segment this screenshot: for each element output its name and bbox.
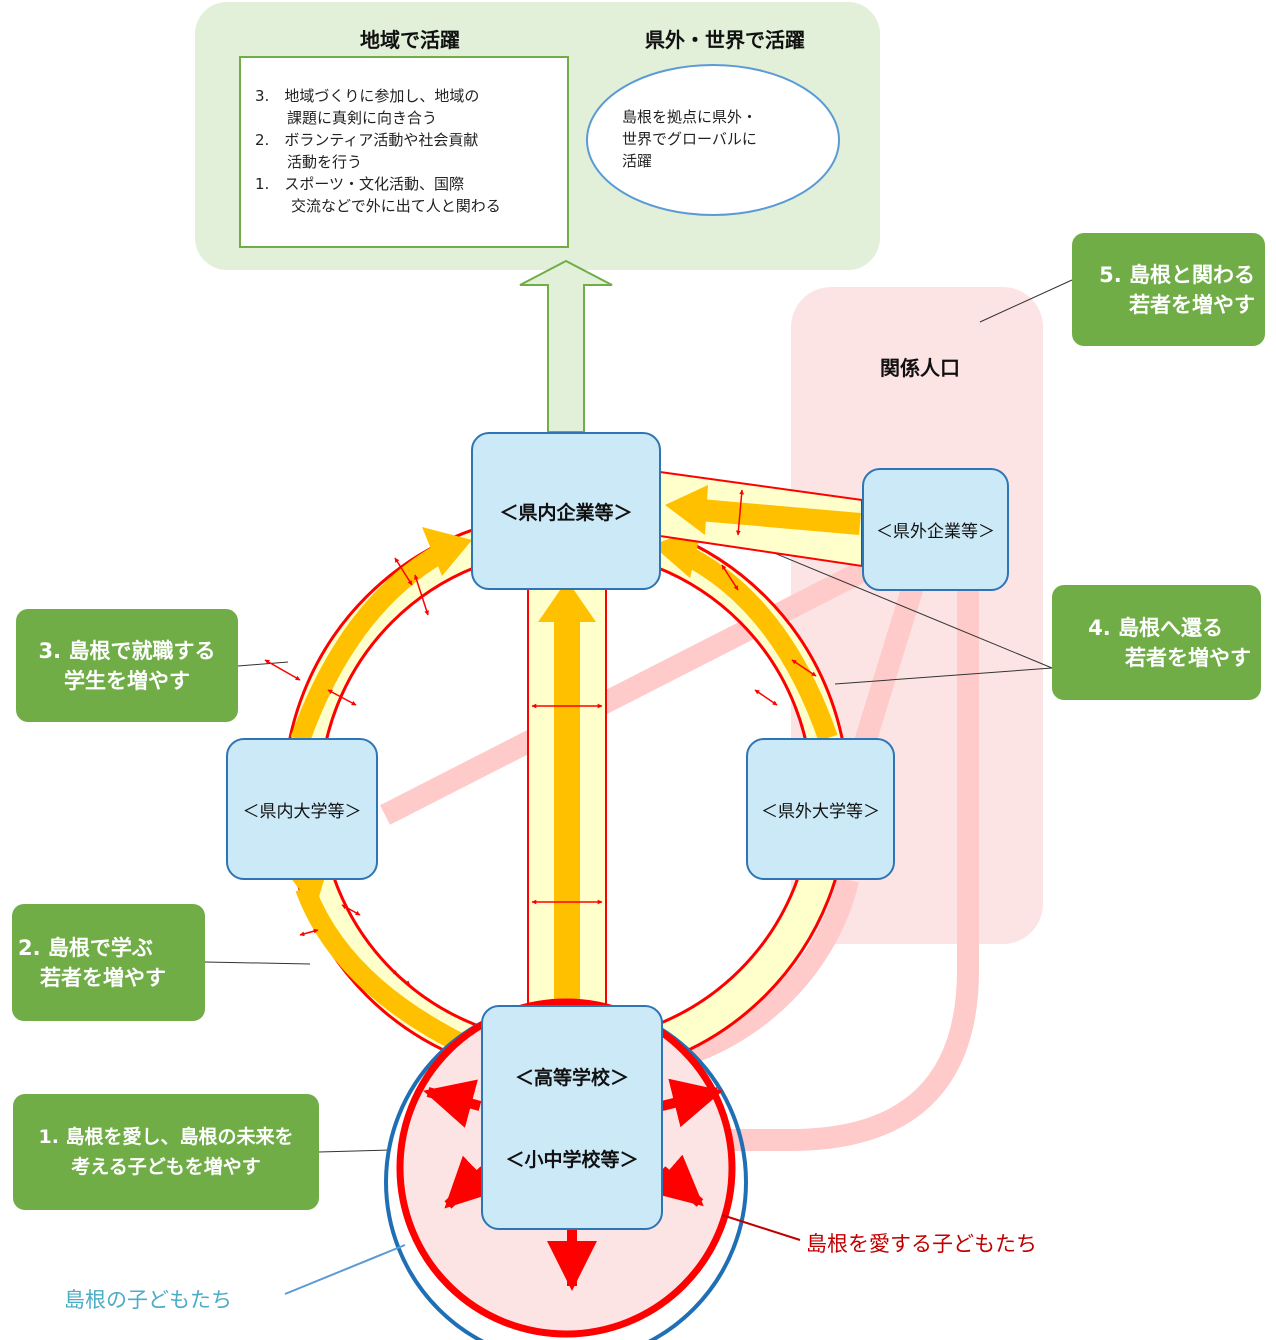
- flow-arrow-hs-to-daigaku: [295, 884, 475, 1057]
- kigyo-flow-arrow-head: [665, 485, 708, 535]
- activity-item-2-text: ボランティア活動や社会貢献: [284, 131, 479, 149]
- global-text-line-1: 島根を拠点に県外・: [622, 108, 758, 126]
- local-activity-title: 地域で活躍: [360, 28, 460, 52]
- goal-4-line-1: 4. 島根へ還る: [1088, 615, 1223, 640]
- upward-arrow: [519, 259, 613, 433]
- goal1-connector: [318, 1149, 391, 1153]
- node-ken-gai-daigaku: ＜県外大学等＞: [746, 738, 895, 880]
- kankei-jinko-label: 関係人口: [880, 356, 960, 380]
- activity-item-2-cont: 活動を行う: [287, 153, 363, 171]
- global-activity-text: 島根を拠点に県外・ 世界でグローバルに 活躍: [622, 106, 812, 172]
- goal-4-box: 4. 島根へ還る 若者を増やす: [1052, 585, 1261, 700]
- goal-3-line-1: 3. 島根で就職する: [38, 638, 216, 663]
- activity-item-1-text: スポーツ・文化活動、国際: [284, 175, 465, 193]
- node-ken-gai-daigaku-label: ＜県外大学等＞: [761, 801, 880, 822]
- activity-item-3-text: 地域づくりに参加し、地域の: [284, 87, 480, 105]
- local-activity-list: 3. 地域づくりに参加し、地域の 課題に真剣に向き合う 2. ボランティア活動や…: [255, 85, 560, 217]
- activity-item-3: 3. 地域づくりに参加し、地域の: [255, 85, 560, 107]
- goal-1-line-2: 考える子どもを増やす: [71, 1156, 261, 1178]
- flow-arrow-gai-daigaku-to-kigyo: [675, 542, 838, 742]
- global-activity-ellipse: [586, 64, 840, 216]
- loving-children-caption: 島根を愛する子どもたち: [806, 1232, 1037, 1256]
- node-koto-gakko-label: ＜高等学校＞: [514, 1066, 629, 1089]
- node-ken-gai-kigyo-label: ＜県外企業等＞: [876, 522, 995, 542]
- goal-2-line-1: 2. 島根で学ぶ: [18, 935, 153, 960]
- return-path-daigaku: [379, 560, 871, 825]
- goal5-connector: [979, 279, 1073, 323]
- goal-5-box: 5. 島根と関わる 若者を増やす: [1072, 233, 1265, 346]
- activity-item-1-cont: 交流などで外に出て人と関わる: [291, 197, 501, 215]
- activity-item-2: 2. ボランティア活動や社会貢献: [255, 129, 560, 151]
- goal-3-box: 3. 島根で就職する 学生を増やす: [16, 609, 238, 722]
- node-ken-nai-kigyo-label: ＜県内企業等＞: [499, 501, 633, 524]
- radial-arrows: [423, 1078, 723, 1291]
- goal4-connector-a: [834, 667, 1053, 685]
- kigyo-flow-arrow: [699, 499, 861, 535]
- goal-1-box: 1. 島根を愛し、島根の未来を 考える子どもを増やす: [13, 1094, 319, 1210]
- goal2-connector: [204, 961, 311, 965]
- global-activity-title: 県外・世界で活躍: [645, 28, 805, 52]
- goal-4-line-2: 若者を増やす: [1125, 645, 1251, 670]
- activity-item-2-num: 2.: [255, 131, 270, 149]
- return-path-gai-daigaku: [854, 576, 926, 746]
- node-ken-nai-kigyo: ＜県内企業等＞: [471, 432, 661, 590]
- goal3-connector: [237, 661, 289, 667]
- goal-3-line-2: 学生を増やす: [64, 668, 190, 693]
- node-ken-nai-daigaku-label: ＜県内大学等＞: [242, 801, 362, 822]
- node-schools: ＜高等学校＞ ＜小中学校等＞: [481, 1005, 663, 1230]
- global-text-line-2: 世界でグローバルに: [622, 130, 757, 148]
- vertical-flow-arrow-head: [538, 580, 596, 622]
- activity-item-3-cont: 課題に真剣に向き合う: [287, 109, 438, 127]
- goal-5-line-2: 若者を増やす: [1129, 292, 1255, 317]
- goal-2-line-2: 若者を増やす: [40, 965, 166, 990]
- return-path-high-school: [657, 877, 859, 1073]
- node-shochu-gakko-label: ＜小中学校等＞: [505, 1149, 639, 1172]
- loving-children-pointer: [721, 1214, 801, 1241]
- flow-arrow-daigaku-to-kigyo: [290, 539, 455, 744]
- goal-1-line-1: 1. 島根を愛し、島根の未来を: [38, 1126, 294, 1148]
- goal-5-line-1: 5. 島根と関わる: [1099, 262, 1255, 287]
- shimane-children-caption: 島根の子どもたち: [64, 1288, 232, 1312]
- activity-item-1: 1. スポーツ・文化活動、国際: [255, 173, 560, 195]
- activity-item-1-num: 1.: [255, 175, 270, 193]
- small-double-arrows: [264, 489, 817, 986]
- local-activity-list-box: [239, 56, 569, 248]
- return-path-children: [665, 590, 979, 1151]
- vertical-flow-arrow-shaft: [554, 620, 580, 1010]
- node-ken-gai-kigyo: ＜県外企業等＞: [862, 468, 1009, 591]
- activity-item-3-num: 3.: [255, 87, 270, 105]
- goal-2-box: 2. 島根で学ぶ 若者を増やす: [12, 904, 205, 1021]
- node-ken-nai-daigaku: ＜県内大学等＞: [226, 738, 378, 880]
- flow-arrow-daigaku-to-kigyo-head: [422, 527, 472, 576]
- shimane-children-pointer: [284, 1244, 406, 1295]
- global-text-line-3: 活躍: [622, 152, 653, 170]
- goal4-connector-b: [761, 547, 1053, 669]
